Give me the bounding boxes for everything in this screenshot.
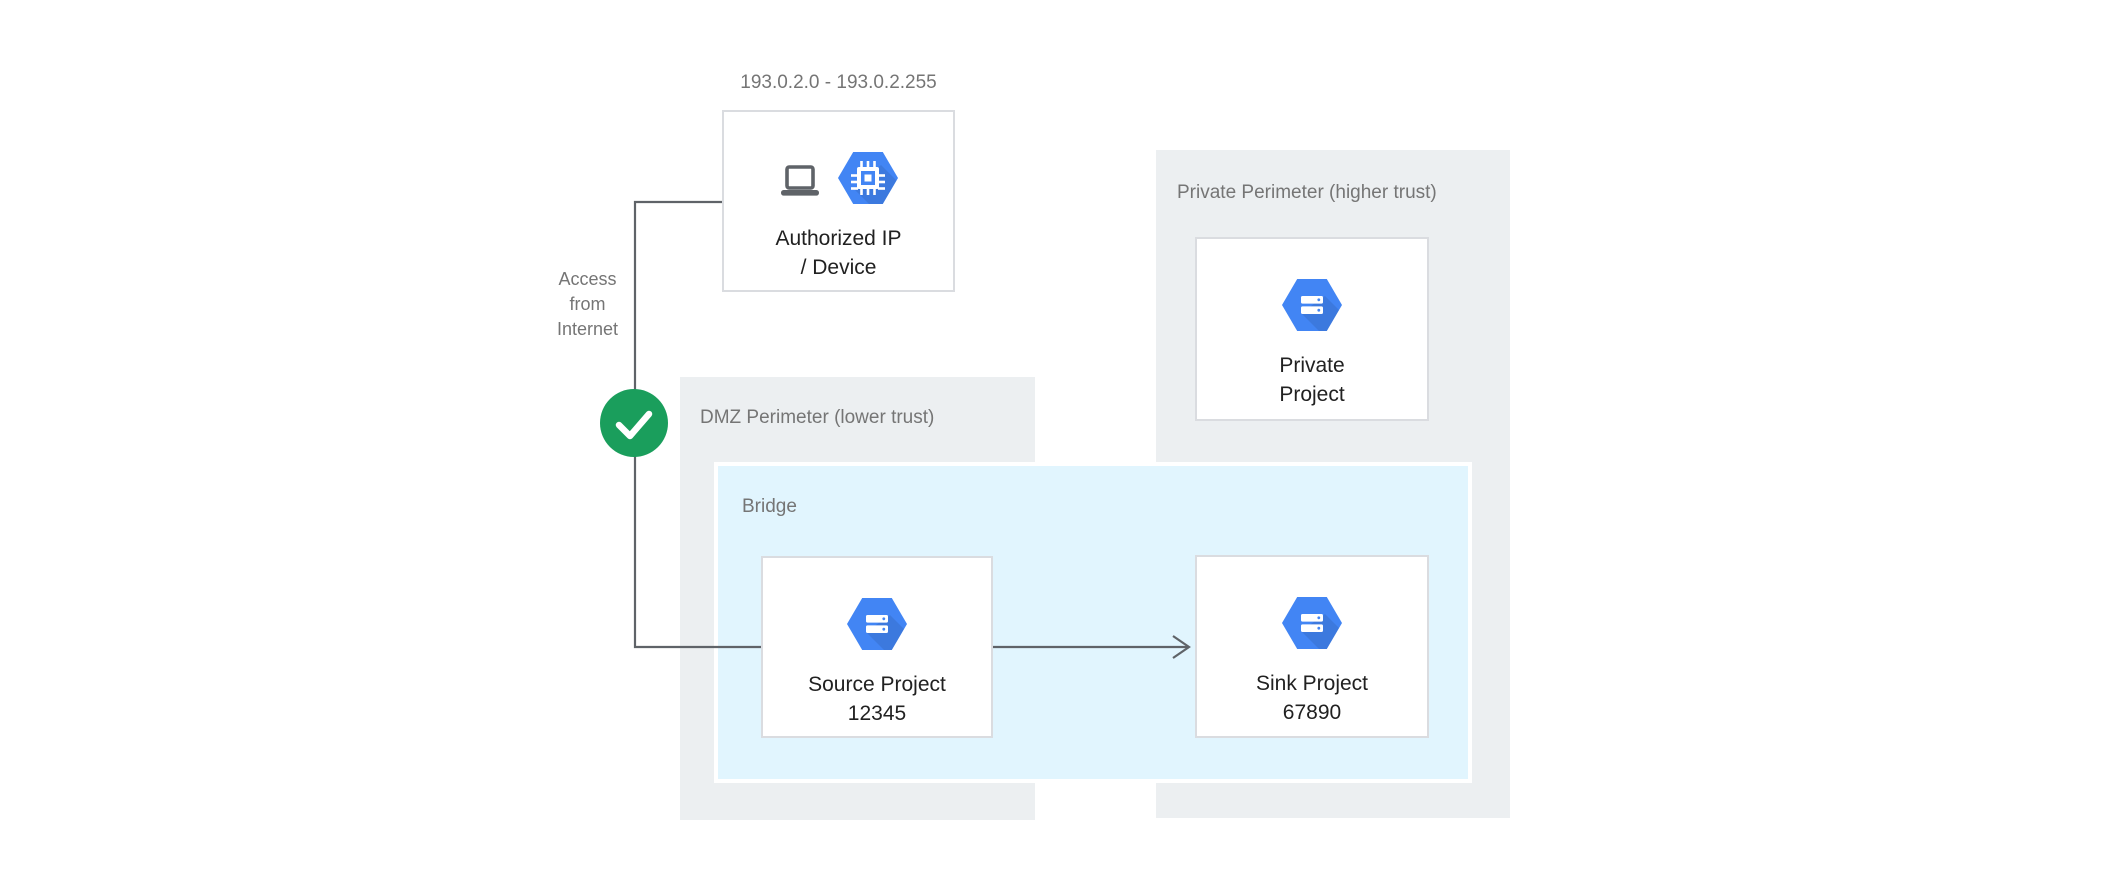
authorized-device-label: Authorized IP / Device [724, 224, 953, 282]
authorized-device-box: Authorized IP / Device [722, 110, 955, 292]
access-from-internet-label: Access from Internet [525, 267, 650, 342]
source-project-label: Source Project 12345 [763, 670, 991, 728]
project-hexagon-icon [1282, 597, 1342, 649]
access-label-line: Internet [556, 319, 619, 339]
private-project-icon-row [1197, 279, 1427, 331]
private-project-label: Private Project [1197, 351, 1427, 409]
ip-range-label: 193.0.2.0 - 193.0.2.255 [740, 72, 937, 93]
private-perimeter-label: Private Perimeter (higher trust) [1177, 182, 1437, 203]
access-allowed-check-icon [600, 389, 668, 457]
sink-project-icon-row [1197, 597, 1427, 649]
private-project-box: Private Project [1195, 237, 1429, 421]
authorized-device-line1: Authorized IP [775, 227, 902, 250]
bridge-label: Bridge [742, 496, 797, 517]
private-project-line2: Project [1279, 383, 1345, 406]
check-mark-glyph [615, 410, 653, 440]
source-project-line2: 12345 [847, 702, 907, 725]
authorized-device-icons [724, 152, 953, 204]
private-project-line1: Private [1279, 354, 1345, 377]
authorized-device-line2: / Device [800, 256, 877, 279]
access-label-line: from [569, 294, 606, 314]
project-hexagon-icon [1282, 279, 1342, 331]
sink-project-line2: 67890 [1282, 701, 1342, 724]
sink-project-line1: Sink Project [1255, 672, 1369, 695]
source-project-icon-row [763, 598, 991, 650]
source-project-line1: Source Project [808, 673, 946, 696]
sink-project-label: Sink Project 67890 [1197, 669, 1427, 727]
compute-engine-hexagon-icon [837, 152, 898, 204]
arrowhead-icon [1172, 635, 1191, 659]
source-project-box: Source Project 12345 [761, 556, 993, 738]
access-label-line: Access [558, 269, 617, 289]
laptop-icon [780, 164, 819, 196]
project-hexagon-icon [847, 598, 907, 650]
sink-project-box: Sink Project 67890 [1195, 555, 1429, 738]
dmz-perimeter-label: DMZ Perimeter (lower trust) [700, 407, 935, 428]
